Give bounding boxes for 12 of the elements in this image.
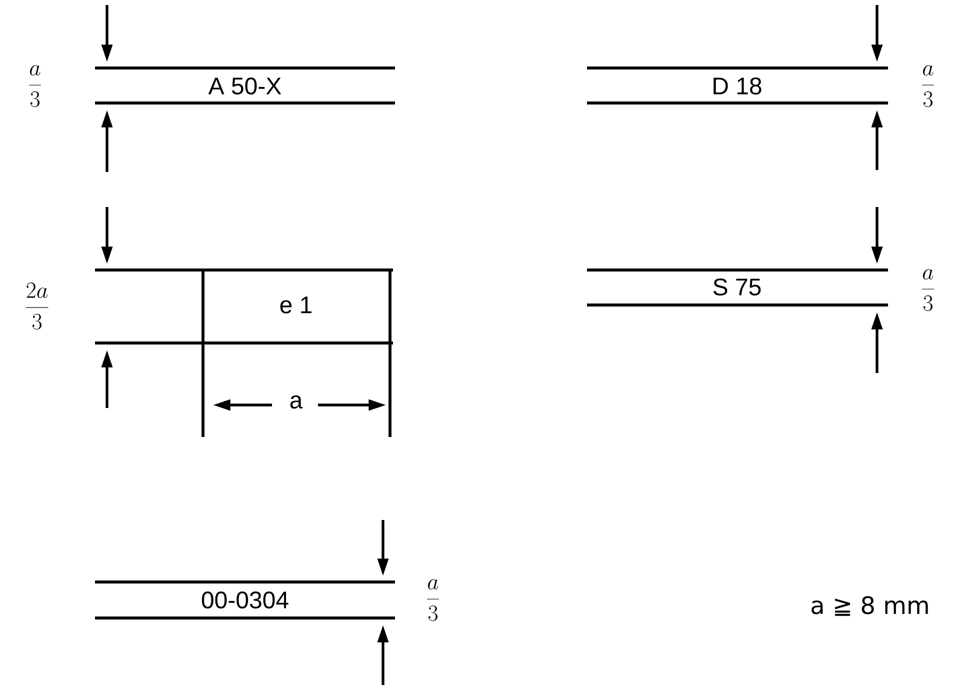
dimension-label: $\frac{2a}{3}$ xyxy=(26,282,48,330)
strip-text: A 50-X xyxy=(208,78,282,94)
dimension-label: $\frac{a}{3}$ xyxy=(29,65,41,108)
cell-text: e 1 xyxy=(280,296,312,314)
dimension-label: a xyxy=(288,394,304,410)
dimension-label: $\frac{a}{3}$ xyxy=(922,269,934,312)
dimension-label: $\frac{a}{3}$ xyxy=(427,579,439,622)
strip-text: S 75 xyxy=(713,278,761,296)
dimension-label: $\frac{a}{3}$ xyxy=(922,65,934,108)
note-text: a ≧ 8 mm xyxy=(812,596,928,616)
strip-text: D 18 xyxy=(714,78,762,94)
strip-text: 00-0304 xyxy=(202,592,288,608)
